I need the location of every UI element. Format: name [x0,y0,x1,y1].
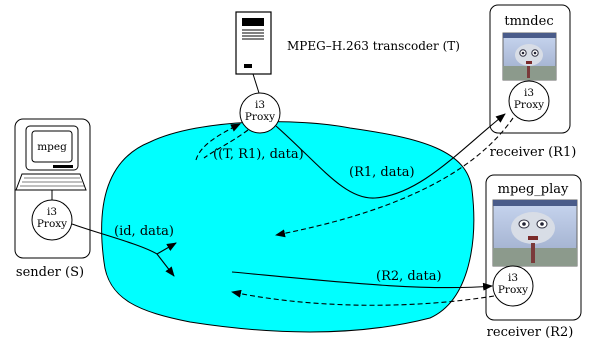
receiver2-proxy-node [492,265,534,307]
receiver1-proxy-i3: i3 [524,87,534,99]
receiver1-proxy-label: Proxy [514,99,544,111]
sender-label: sender (S) [16,265,84,280]
receiver2-proxy-i3: i3 [508,272,518,284]
transcoder-server-icon [235,11,272,94]
trigger-branch-up [156,242,177,255]
sender-proxy-label: Proxy [37,218,67,230]
transcoder-proxy-node [239,92,281,134]
network-cloud [101,121,475,333]
r2-return-flow [231,289,495,306]
receiver1-app-label: tmndec [504,14,553,29]
receiver2-video-thumbnail [492,199,578,267]
r1-return-flow [275,117,514,238]
trigger-branch-down [156,253,175,277]
sender-flow-line [71,223,158,255]
to-r2-label: (R2, data) [376,269,442,284]
sender-packet-label: (id, data) [114,224,174,239]
sender-computer-icon [15,125,87,200]
to-r1-label: (R1, data) [349,165,415,180]
to-transcoder-label: ((T, R1), data) [213,147,304,162]
sender-proxy-i3: i3 [47,206,57,218]
from-transcoder-flow [203,129,249,159]
transcoder-proxy-label: Proxy [245,111,275,123]
to-r2-flow [231,271,493,291]
sender-screen-text: mpeg [37,141,67,153]
receiver2-label: receiver (R2) [487,325,574,340]
sender-proxy-node [31,199,73,241]
receiver1-video-thumbnail [502,32,557,81]
receiver1-label: receiver (R1) [490,145,577,160]
receiver2-proxy-label: Proxy [498,284,528,296]
receiver2-app-label: mpeg_play [498,182,569,197]
to-transcoder-flow [195,123,241,161]
transcoder-to-r1-flow [275,113,506,199]
transcoder-proxy-i3: i3 [255,99,265,111]
receiver1-proxy-node [508,80,550,122]
transcoder-label: MPEG–H.263 transcoder (T) [287,39,460,53]
